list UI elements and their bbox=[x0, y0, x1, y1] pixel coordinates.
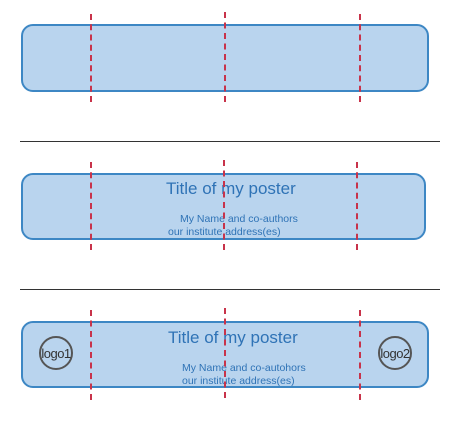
logo-right-label: logo2 bbox=[380, 345, 410, 361]
poster-title-3: Title of my poster bbox=[168, 328, 298, 347]
guide-line-left-1 bbox=[90, 14, 92, 102]
poster-address-3: our institute address(es) bbox=[182, 375, 295, 387]
logo-left-label: logo1 bbox=[41, 345, 71, 361]
guide-line-center-1 bbox=[224, 12, 226, 102]
guide-line-center-3 bbox=[224, 308, 226, 398]
guide-line-left-3 bbox=[90, 310, 92, 400]
guide-line-left-2 bbox=[90, 162, 92, 250]
guide-line-center-2 bbox=[223, 160, 225, 250]
logo-right-icon: logo2 bbox=[378, 336, 412, 370]
guide-line-right-1 bbox=[359, 14, 361, 102]
poster-authors-2: My Name and co-authors bbox=[180, 213, 298, 225]
poster-title-2: Title of my poster bbox=[166, 179, 296, 198]
separator-line-2 bbox=[20, 289, 440, 290]
logo-left-icon: logo1 bbox=[39, 336, 73, 370]
guide-line-right-3 bbox=[359, 310, 361, 400]
poster-authors-3: My Name and co-autohors bbox=[182, 362, 306, 374]
guide-line-right-2 bbox=[356, 162, 358, 250]
separator-line-1 bbox=[20, 141, 440, 142]
